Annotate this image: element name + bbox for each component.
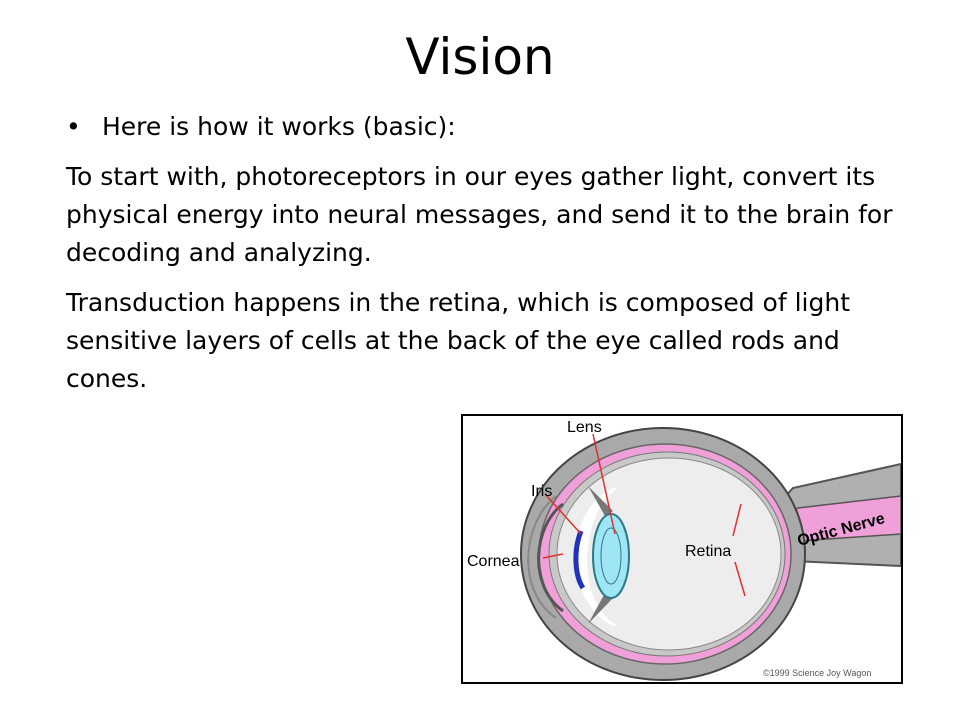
retina-label: Retina <box>685 543 731 560</box>
paragraph-transduction: Transduction happens in the retina, whic… <box>66 288 851 393</box>
lens <box>592 513 630 599</box>
vitreous-body <box>556 457 782 651</box>
iris-leader-line <box>544 493 582 535</box>
eye-diagram: Lens Iris Cornea Retina Optic Nerve ©199… <box>461 414 903 684</box>
retina-leader-line-upper <box>732 503 742 537</box>
copyright-text: ©1999 Science Joy Wagon <box>763 668 871 678</box>
paragraph-photoreceptors: To start with, photoreceptors in our eye… <box>66 162 893 267</box>
bullet-dot-icon: • <box>66 112 81 141</box>
bullet-text: Here is how it works (basic): <box>102 112 456 141</box>
iris <box>573 530 586 590</box>
lens-label: Lens <box>567 419 602 436</box>
lens-leader-line <box>592 433 616 535</box>
cornea-edge <box>527 495 557 619</box>
eye-diagram-svg: Lens Iris Cornea Retina Optic Nerve ©199… <box>467 419 901 681</box>
bullet-item: • Here is how it works (basic): <box>66 108 916 146</box>
cornea-leader-line <box>542 553 564 559</box>
cornea <box>537 502 564 613</box>
slide-body: • Here is how it works (basic): To start… <box>66 108 916 410</box>
anterior-chamber <box>575 488 618 626</box>
lens-inner <box>600 527 622 585</box>
iris-label: Iris <box>531 483 552 500</box>
slide-title: Vision <box>405 28 555 86</box>
cornea-label: Cornea <box>467 553 520 570</box>
retina-leader-line-lower <box>734 561 746 597</box>
